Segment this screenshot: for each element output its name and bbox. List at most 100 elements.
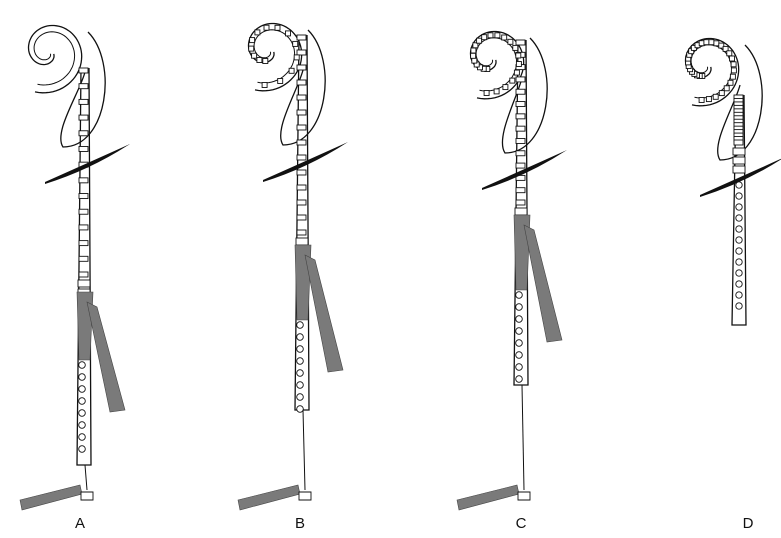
bead	[297, 358, 304, 365]
electrode-band	[733, 157, 745, 164]
coil-contact	[503, 85, 508, 90]
connector-plug	[518, 492, 530, 500]
coil-contact	[709, 40, 714, 45]
coil-contact	[699, 98, 704, 103]
coil-contact	[699, 41, 704, 46]
electrode-contact	[516, 126, 525, 131]
electrode-contact	[516, 163, 525, 168]
bead	[79, 422, 86, 429]
bead	[79, 386, 86, 393]
electrode-carrier	[295, 35, 309, 410]
coil-contact	[713, 94, 718, 99]
coil-contact	[488, 33, 493, 38]
panel-a: A	[20, 26, 130, 533]
electrode-contact	[297, 185, 306, 190]
bead	[516, 316, 523, 323]
panel-label-b: B	[295, 515, 305, 532]
electrode-contact	[79, 115, 88, 120]
bead	[736, 270, 742, 276]
electrode-contact	[516, 114, 525, 119]
coil-contact	[482, 35, 487, 40]
panel-c: C	[457, 32, 567, 533]
electrode-contact	[297, 230, 306, 235]
bead	[736, 303, 742, 309]
coil-contact	[516, 53, 521, 58]
electrode-contact	[297, 155, 306, 160]
coil-contact	[494, 89, 499, 94]
coil-contact	[250, 38, 255, 43]
panel-label-c: C	[516, 515, 527, 532]
bead	[297, 406, 304, 413]
panel-label-d: D	[743, 515, 754, 532]
coil-contact	[730, 74, 735, 79]
electrode-contact	[79, 209, 88, 214]
electrode-contact	[297, 140, 306, 145]
bead	[79, 374, 86, 381]
bead	[79, 398, 86, 405]
coil-contact	[294, 55, 299, 60]
hook-outline	[61, 32, 105, 147]
coil-contact	[719, 91, 724, 96]
bead	[736, 226, 742, 232]
coil-contact	[724, 86, 729, 91]
bead	[736, 248, 742, 254]
coil-contact	[278, 79, 283, 84]
coil-contact	[714, 41, 719, 46]
bead	[516, 352, 523, 359]
coil-contact	[252, 53, 257, 58]
coil-contact	[477, 38, 482, 43]
electrode-contact	[297, 65, 306, 70]
bead	[297, 394, 304, 401]
coil-contact	[730, 56, 735, 61]
connector-cable	[238, 485, 300, 510]
electrode-contact	[79, 68, 88, 73]
bead	[736, 281, 742, 287]
bead	[297, 346, 304, 353]
electrode-contact	[79, 194, 88, 199]
lead-wire	[522, 385, 524, 490]
coil-contact	[264, 25, 269, 30]
shaded-region	[295, 245, 311, 320]
bead	[79, 362, 86, 369]
bead	[736, 259, 742, 265]
electrode-contact	[297, 35, 306, 40]
bead	[736, 204, 742, 210]
coil-contact	[471, 53, 476, 58]
tail-shaded	[524, 225, 562, 342]
bead	[297, 334, 304, 341]
cochlear-coil-inner	[34, 32, 75, 85]
coil-contact	[731, 68, 736, 73]
electrode-contact	[297, 110, 306, 115]
tail-shaded	[305, 255, 343, 372]
bead	[516, 364, 523, 371]
electrode-contact	[79, 225, 88, 230]
lead-wire	[303, 410, 305, 490]
electrode-band	[733, 148, 745, 155]
coil-contact	[516, 62, 521, 67]
bead	[516, 328, 523, 335]
bead	[736, 215, 742, 221]
coil-contact	[471, 48, 476, 53]
round-window-membrane	[263, 142, 348, 182]
electrode-contact	[516, 138, 525, 143]
electrode-contact	[516, 89, 525, 94]
bead	[79, 446, 86, 453]
electrode-contact	[79, 84, 88, 89]
electrode-contact	[516, 77, 525, 82]
coil-contact	[275, 25, 280, 30]
coil-contact	[495, 33, 500, 38]
electrode-contact	[79, 241, 88, 246]
connector-cable	[457, 485, 519, 510]
coil-contact	[255, 30, 260, 35]
panel-d: D	[686, 39, 781, 533]
lead-wire	[85, 465, 87, 490]
bead	[297, 382, 304, 389]
coil-contact	[484, 91, 489, 96]
electrode-contact	[79, 146, 88, 151]
electrode-band	[296, 238, 308, 245]
electrode-contact	[79, 256, 88, 261]
coil-contact	[704, 40, 709, 45]
electrode-contact	[516, 40, 525, 45]
shaded-region	[77, 292, 93, 360]
